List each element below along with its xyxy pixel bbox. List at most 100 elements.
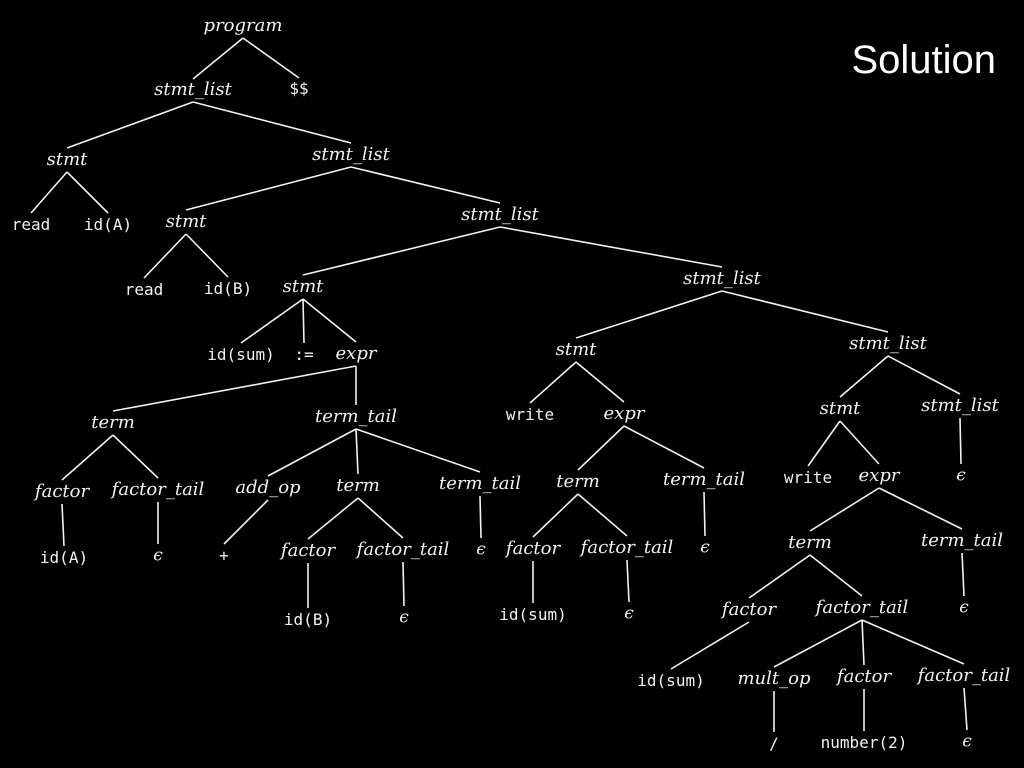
node-stmt-write-1: stmt [555, 339, 597, 360]
node-factor-tail-5: factor_tail [917, 665, 1011, 686]
tree-edge-23 [355, 428, 359, 475]
node-term-2: term [336, 475, 380, 496]
node-term-3: term [556, 471, 600, 492]
node-epsilon-8: ϵ [962, 731, 972, 752]
tree-edge-31 [575, 290, 723, 339]
tree-edge-34 [575, 361, 625, 403]
node-epsilon-5: ϵ [624, 603, 634, 624]
tree-edge-15 [302, 298, 357, 343]
tree-edge-35 [577, 425, 625, 471]
tree-edge-58 [963, 687, 968, 731]
tree-edge-53 [773, 619, 863, 668]
tree-edge-37 [532, 493, 579, 538]
node-id-b-2: id(B) [283, 610, 333, 629]
node-expr-1: expr [335, 343, 377, 364]
tree-edge-26 [307, 497, 359, 540]
node-stmt-list-3: stmt_list [461, 204, 539, 225]
tree-edge-5 [30, 171, 68, 214]
node-factor-4: factor [721, 599, 777, 620]
node-term-4: term [788, 532, 832, 553]
tree-edge-25 [223, 499, 269, 545]
node-stmt-write-2: stmt [819, 398, 861, 419]
node-mult-op: mult_op [737, 668, 811, 689]
node-expr-3: expr [858, 465, 900, 486]
node-stmt-list-1: stmt_list [154, 79, 232, 100]
tree-edge-6 [66, 171, 109, 214]
node-stmt-read-a: stmt [46, 149, 88, 170]
node-id-sum-3: id(sum) [637, 671, 705, 690]
node-term-1: term [91, 412, 135, 433]
tree-edge-20 [61, 503, 65, 547]
tree-edge-55 [861, 619, 965, 665]
node-stmt-assign: stmt [282, 276, 324, 297]
node-stmt-list-6: stmt_list [921, 395, 999, 416]
node-factor-tail-2: factor_tail [356, 539, 450, 560]
tree-edge-13 [240, 298, 304, 344]
node-slash: / [769, 734, 779, 753]
tree-edge-36 [623, 425, 705, 469]
node-epsilon-1: ϵ [153, 545, 163, 566]
node-read-1: read [11, 215, 51, 234]
tree-edge-4 [192, 101, 352, 144]
node-epsilon-3: ϵ [399, 607, 409, 628]
tree-edge-29 [402, 561, 405, 607]
node-id-b-1: id(B) [203, 279, 253, 298]
tree-edge-38 [577, 493, 628, 537]
node-factor-tail-4: factor_tail [815, 597, 909, 618]
tree-edge-8 [350, 166, 501, 204]
node-term-tail-3: term_tail [662, 469, 746, 490]
node-stmt-list-5: stmt_list [849, 333, 927, 354]
tree-edge-9 [143, 233, 187, 279]
slide-title: Solution [851, 38, 996, 82]
node-term-tail-2: term_tail [438, 473, 522, 494]
node-term-tail-4: term_tail [920, 530, 1004, 551]
node-stmt-list-2: stmt_list [312, 144, 390, 165]
tree-edge-32 [721, 290, 889, 333]
tree-edge-18 [61, 434, 114, 481]
tree-edge-52 [670, 621, 750, 670]
node-epsilon-7: ϵ [959, 597, 969, 618]
node-plus: + [219, 546, 229, 565]
node-epsilon-2: ϵ [476, 539, 486, 560]
node-id-sum-1: id(sum) [207, 345, 275, 364]
node-factor-tail-1: factor_tail [111, 479, 205, 500]
tree-edge-24 [355, 428, 481, 473]
node-assign-op: := [294, 345, 314, 364]
tree-edge-7 [185, 166, 352, 211]
tree-edge-10 [185, 233, 229, 278]
tree-edge-30 [479, 495, 482, 539]
tree-edge-39 [703, 491, 706, 537]
node-factor-1: factor [34, 481, 90, 502]
tree-edge-33 [529, 361, 577, 404]
tree-edge-51 [809, 554, 863, 597]
tree-edge-12 [499, 226, 723, 268]
tree-edge-48 [878, 487, 963, 530]
tree-edge-45 [807, 420, 841, 467]
node-expr-2: expr [603, 403, 645, 424]
node-term-tail-1: term_tail [314, 406, 398, 427]
tree-edge-49 [961, 552, 965, 597]
tree-edge-3 [66, 101, 194, 149]
node-number-2: number(2) [820, 733, 908, 752]
tree-edge-41 [626, 559, 630, 603]
node-program: program [203, 15, 283, 36]
tree-edge-11 [302, 226, 501, 276]
node-eof: $$ [289, 79, 309, 98]
node-factor-tail-3: factor_tail [580, 537, 674, 558]
node-read-2: read [124, 280, 164, 299]
node-id-a-1: id(A) [83, 215, 133, 234]
node-write-1: write [505, 405, 555, 424]
tree-edge-42 [839, 355, 889, 398]
node-id-sum-2: id(sum) [499, 605, 567, 624]
node-factor-3: factor [505, 538, 561, 559]
node-factor-5: factor [836, 666, 892, 687]
tree-edge-47 [809, 487, 880, 532]
tree-edge-46 [839, 420, 880, 465]
node-stmt-read-b: stmt [165, 211, 207, 232]
tree-edge-22 [267, 428, 357, 477]
node-factor-2: factor [280, 540, 336, 561]
tree-edge-27 [357, 497, 404, 539]
node-write-2: write [783, 468, 833, 487]
node-stmt-list-4: stmt_list [683, 268, 761, 289]
